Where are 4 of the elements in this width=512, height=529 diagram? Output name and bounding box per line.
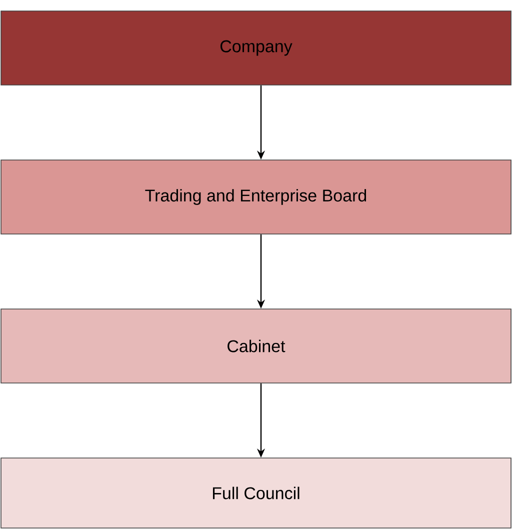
process-box: Company xyxy=(0,10,512,86)
process-box: Trading and Enterprise Board xyxy=(0,160,512,234)
process-box: Full Council xyxy=(0,458,512,528)
process-box: Cabinet xyxy=(0,308,512,384)
